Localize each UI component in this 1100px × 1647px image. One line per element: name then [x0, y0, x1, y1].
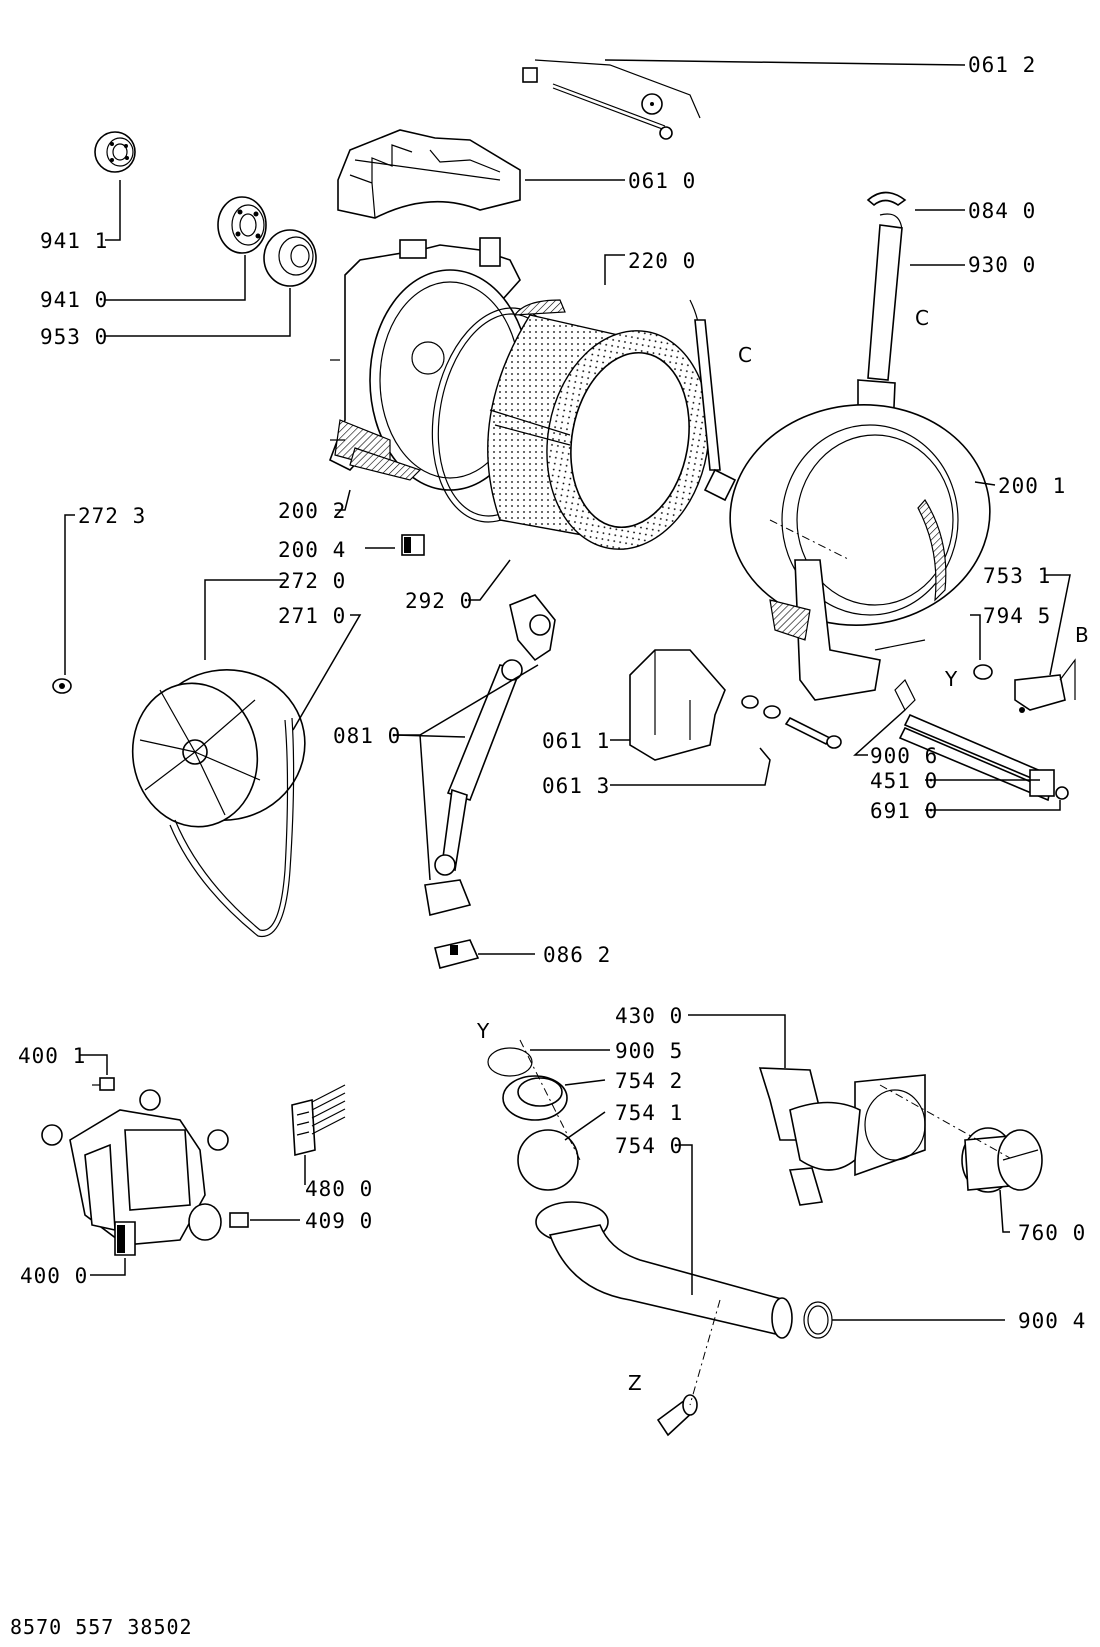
part-label-200-1: 200 1: [998, 474, 1066, 498]
part-label-430-0: 430 0: [615, 1004, 683, 1028]
part-label-086-2: 086 2: [543, 943, 611, 967]
sump-collar-drawing: [502, 1075, 568, 1121]
shock-absorber-drawing: [424, 594, 556, 916]
part-label-900-6: 900 6: [870, 744, 938, 768]
front-tub-drawing: [729, 404, 991, 701]
sensor-drawing: [1014, 658, 1076, 713]
part-label-451-0: 451 0: [870, 769, 938, 793]
part-label-061-0: 061 0: [628, 169, 696, 193]
rear-tub-drawing: [328, 237, 531, 491]
part-label-220-0: 220 0: [628, 249, 696, 273]
marker-c-right: C: [915, 306, 929, 330]
part-label-272-0: 272 0: [278, 569, 346, 593]
spring-hook-drawing: [866, 191, 907, 207]
part-label-061-2: 061 2: [968, 53, 1036, 77]
leader-lines: [64, 59, 1071, 1321]
marker-b: B: [1075, 623, 1089, 647]
part-label-760-0: 760 0: [1018, 1221, 1086, 1245]
part-label-900-4: 900 4: [1018, 1309, 1086, 1333]
part-label-754-0: 754 0: [615, 1134, 683, 1158]
marker-z: Z: [628, 1371, 642, 1395]
sump-hose-drawing: [535, 1201, 793, 1339]
sensor-cap-drawing: [973, 664, 993, 680]
part-label-691-0: 691 0: [870, 799, 938, 823]
part-label-084-0: 084 0: [968, 199, 1036, 223]
clamp-small-drawing: [894, 678, 916, 712]
part-labels: 061 2 061 0 941 1 084 0 220 0 930 0 941 …: [18, 53, 1086, 1333]
clamp-ring-drawing: [487, 1047, 533, 1077]
part-label-400-0: 400 0: [20, 1264, 88, 1288]
part-label-200-2: 200 2: [278, 499, 346, 523]
drum-drawing: [487, 299, 710, 550]
document-id: 8570 557 38502: [10, 1615, 193, 1639]
motor-brush-drawing: [92, 1077, 115, 1091]
part-label-930-0: 930 0: [968, 253, 1036, 277]
motor-connector-drawing: [291, 1084, 346, 1157]
pulley-drawing: [131, 669, 306, 828]
part-label-200-4: 200 4: [278, 538, 346, 562]
nut-drawing: [52, 678, 72, 694]
part-label-061-1: 061 1: [542, 729, 610, 753]
ball-valve-drawing: [517, 1129, 579, 1191]
part-label-292-0: 292 0: [405, 589, 473, 613]
motor-connector-small-drawing: [229, 1212, 249, 1228]
marker-c-left: C: [738, 343, 752, 367]
motor-drawing: [41, 1089, 229, 1256]
part-label-900-5: 900 5: [615, 1039, 683, 1063]
part-label-409-0: 409 0: [305, 1209, 373, 1233]
part-label-754-2: 754 2: [615, 1069, 683, 1093]
part-label-400-1: 400 1: [18, 1044, 86, 1068]
part-label-753-1: 753 1: [983, 564, 1051, 588]
heater-nut-drawing: [1055, 786, 1069, 800]
part-label-061-3: 061 3: [542, 774, 610, 798]
part-label-953-0: 953 0: [40, 325, 108, 349]
drain-pump-drawing: [758, 1067, 926, 1206]
belt-drawing: [169, 717, 295, 938]
pump-filter-drawing: [961, 1127, 1043, 1193]
part-label-941-1: 941 1: [40, 229, 108, 253]
marker-y-tub: Y: [944, 667, 958, 691]
right-spring-drawing: [857, 213, 903, 431]
part-label-081-0: 081 0: [333, 724, 401, 748]
hose-clamp-drawing: [803, 1301, 833, 1339]
left-spring-drawing: [689, 299, 737, 502]
clip-drawing: [401, 534, 425, 556]
damper-bracket-drawing: [434, 939, 480, 969]
front-weight-drawing: [629, 649, 726, 761]
part-label-941-0: 941 0: [40, 288, 108, 312]
bearing-and-seal-drawing: [217, 196, 317, 287]
letter-markers: C C B Y Y Z: [476, 306, 1089, 1395]
small-hose-drawing: [656, 1394, 698, 1437]
marker-y-sump: Y: [476, 1019, 490, 1043]
small-bearing-drawing: [94, 131, 136, 173]
counterweight-drawing: [337, 129, 521, 219]
bolt-set-drawing: [741, 695, 842, 749]
rod-assembly-drawing: [522, 59, 701, 140]
part-label-480-0: 480 0: [305, 1177, 373, 1201]
part-label-794-5: 794 5: [983, 604, 1051, 628]
heater-drawing: [898, 713, 1055, 802]
assembly-axis-lines: [519, 519, 1011, 1406]
part-label-272-3: 272 3: [78, 504, 146, 528]
part-label-754-1: 754 1: [615, 1101, 683, 1125]
part-label-271-0: 271 0: [278, 604, 346, 628]
